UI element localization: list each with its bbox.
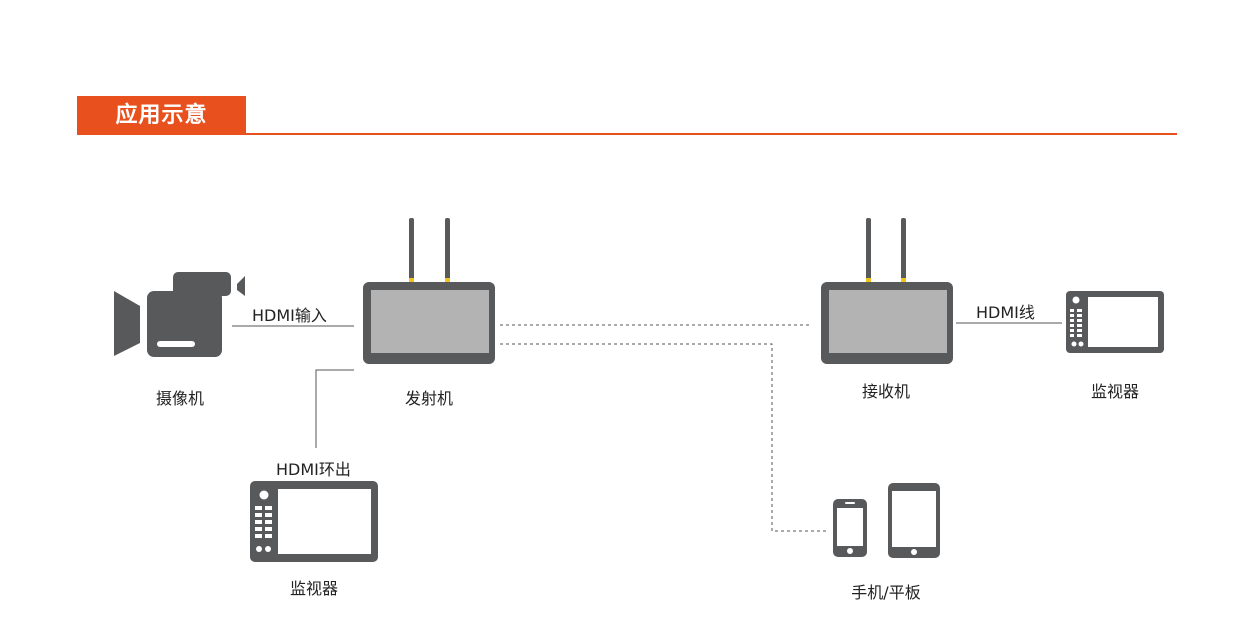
monitor-icon: [1066, 291, 1164, 353]
monitor-right-label: 监视器: [1090, 382, 1140, 401]
mobile-label: 手机/平板: [851, 583, 921, 602]
monitor-icon: [250, 481, 378, 562]
hdmi-cable-label: HDMI线: [976, 303, 1035, 322]
hdmi-loop-label: HDMI环出: [276, 460, 351, 479]
tablet-icon: [888, 483, 940, 558]
monitor-loop-label: 监视器: [289, 579, 339, 598]
receiver-device-icon: [821, 218, 953, 364]
phone-icon: [833, 499, 867, 557]
header-rule: [77, 133, 1177, 135]
hdmi-loop-line: [315, 369, 354, 448]
receiver-label: 接收机: [861, 382, 911, 401]
page-title: 应用示意: [115, 103, 208, 128]
transmitter-label: 发射机: [404, 389, 454, 408]
hdmi-input-label: HDMI输入: [252, 306, 327, 325]
header-bar: [77, 96, 246, 135]
wireless-mobile-line: [500, 343, 828, 532]
camera-label: 摄像机: [155, 389, 205, 408]
video-camera-icon: [114, 272, 245, 357]
transmitter-device-icon: [363, 218, 495, 364]
